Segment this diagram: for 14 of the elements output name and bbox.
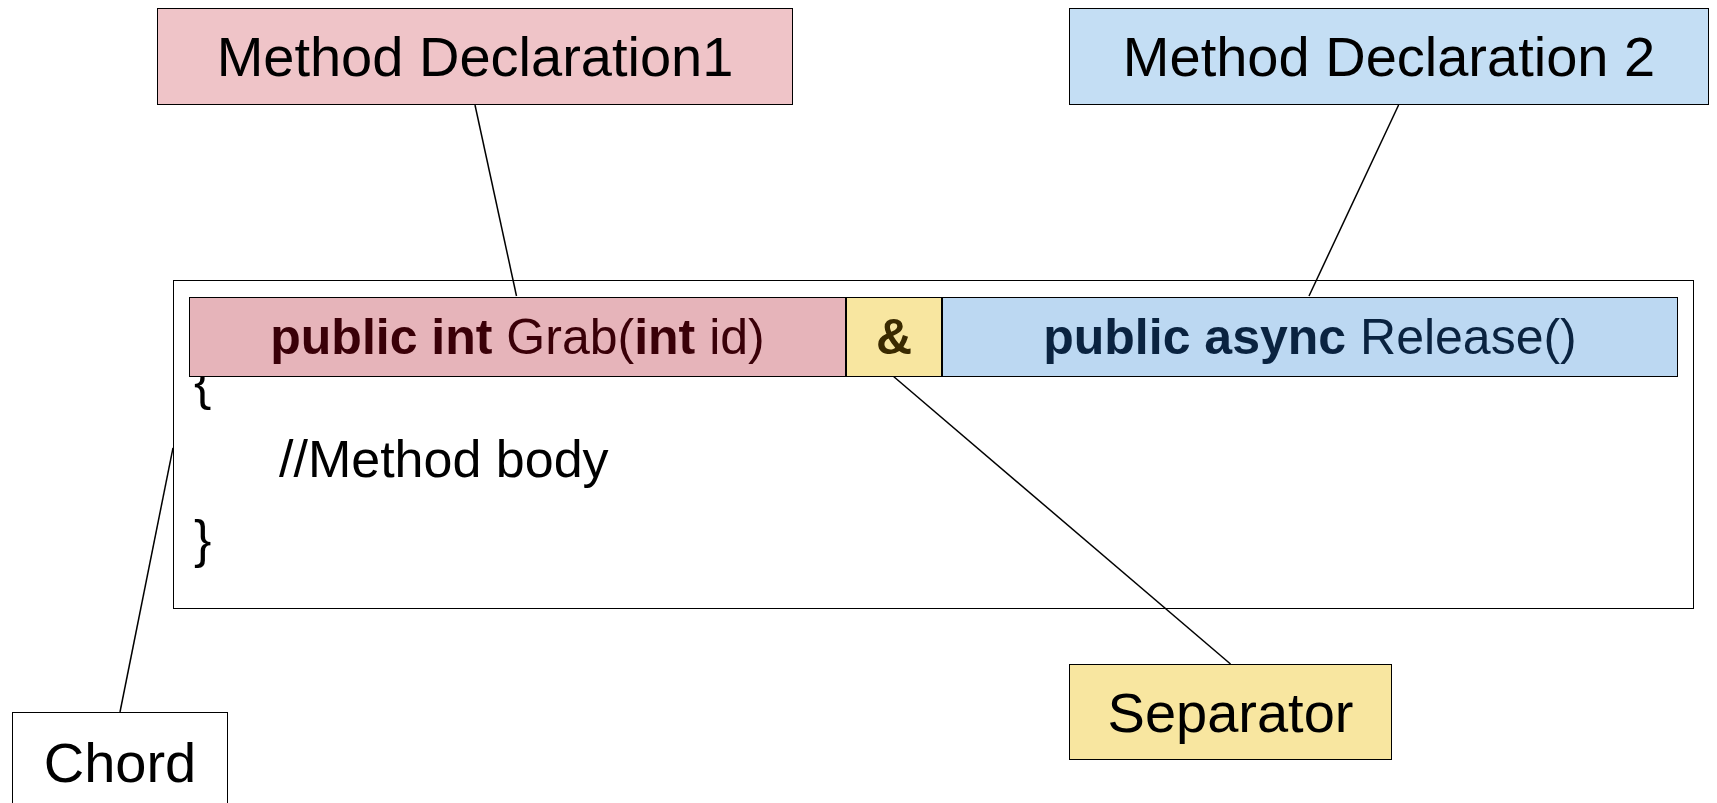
code-token: public int Grab(int id) (189, 297, 846, 377)
callout-box: Chord (12, 712, 228, 803)
code-line: //Method body (279, 429, 609, 489)
leader-line (1308, 104, 1400, 297)
code-token: & (846, 297, 942, 377)
leader-line (892, 375, 1232, 665)
leader-line (119, 447, 174, 713)
code-panel (173, 280, 1694, 609)
leader-line (474, 104, 518, 297)
callout-box: Separator (1069, 664, 1392, 760)
code-line: } (194, 509, 212, 569)
callout-box: Method Declaration1 (157, 8, 793, 105)
callout-box: Method Declaration 2 (1069, 8, 1709, 105)
code-token: public async Release() (942, 297, 1678, 377)
